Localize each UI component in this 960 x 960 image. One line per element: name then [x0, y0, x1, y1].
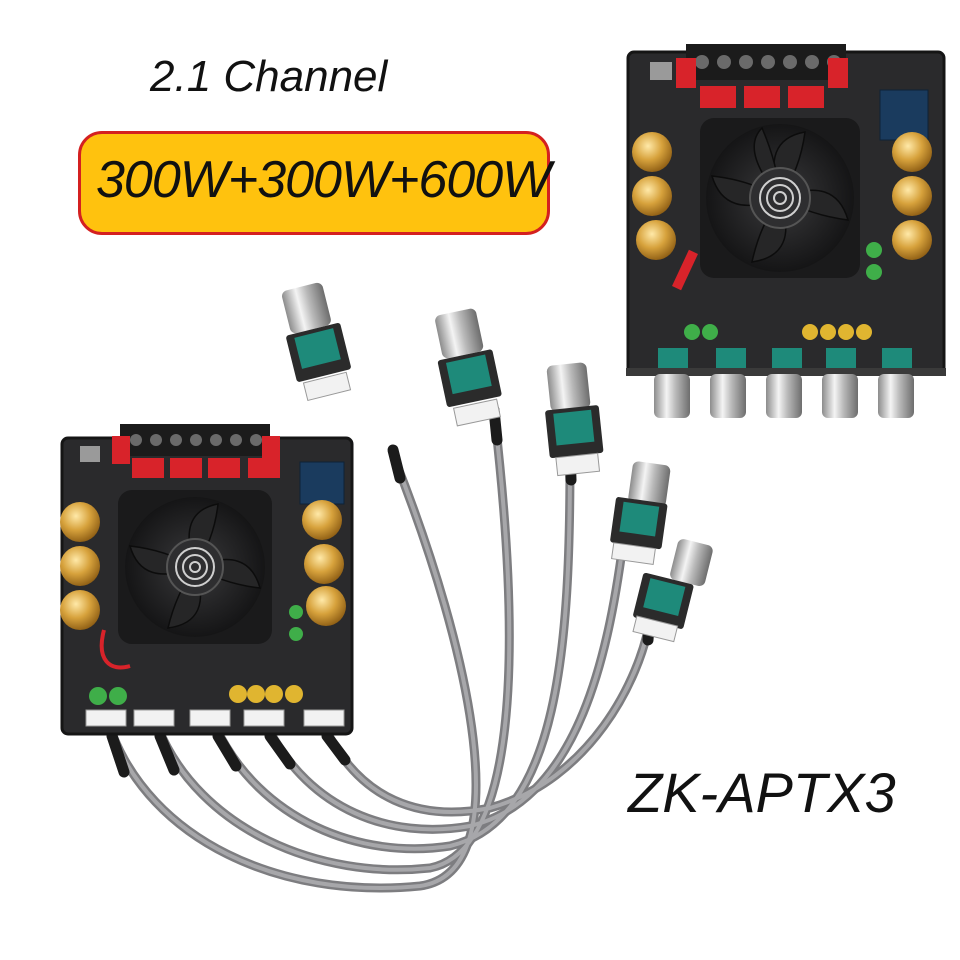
cooling-fan-icon	[700, 118, 860, 278]
power-badge-text: 300W+300W+600W	[96, 151, 551, 209]
swan-logo-icon	[175, 547, 215, 587]
potentiometer-modules	[282, 282, 713, 643]
amplifier-board-top	[626, 44, 946, 418]
rotary-knob-icon	[654, 374, 914, 418]
channel-title: 2.1 Channel	[150, 52, 388, 101]
power-badge	[78, 131, 550, 235]
cooling-fan-icon	[118, 490, 272, 644]
model-name: ZK-APTX3	[628, 761, 896, 824]
amplifier-board-bottom	[60, 424, 354, 736]
swan-logo-icon	[759, 177, 801, 219]
cable-bundle	[105, 404, 656, 893]
